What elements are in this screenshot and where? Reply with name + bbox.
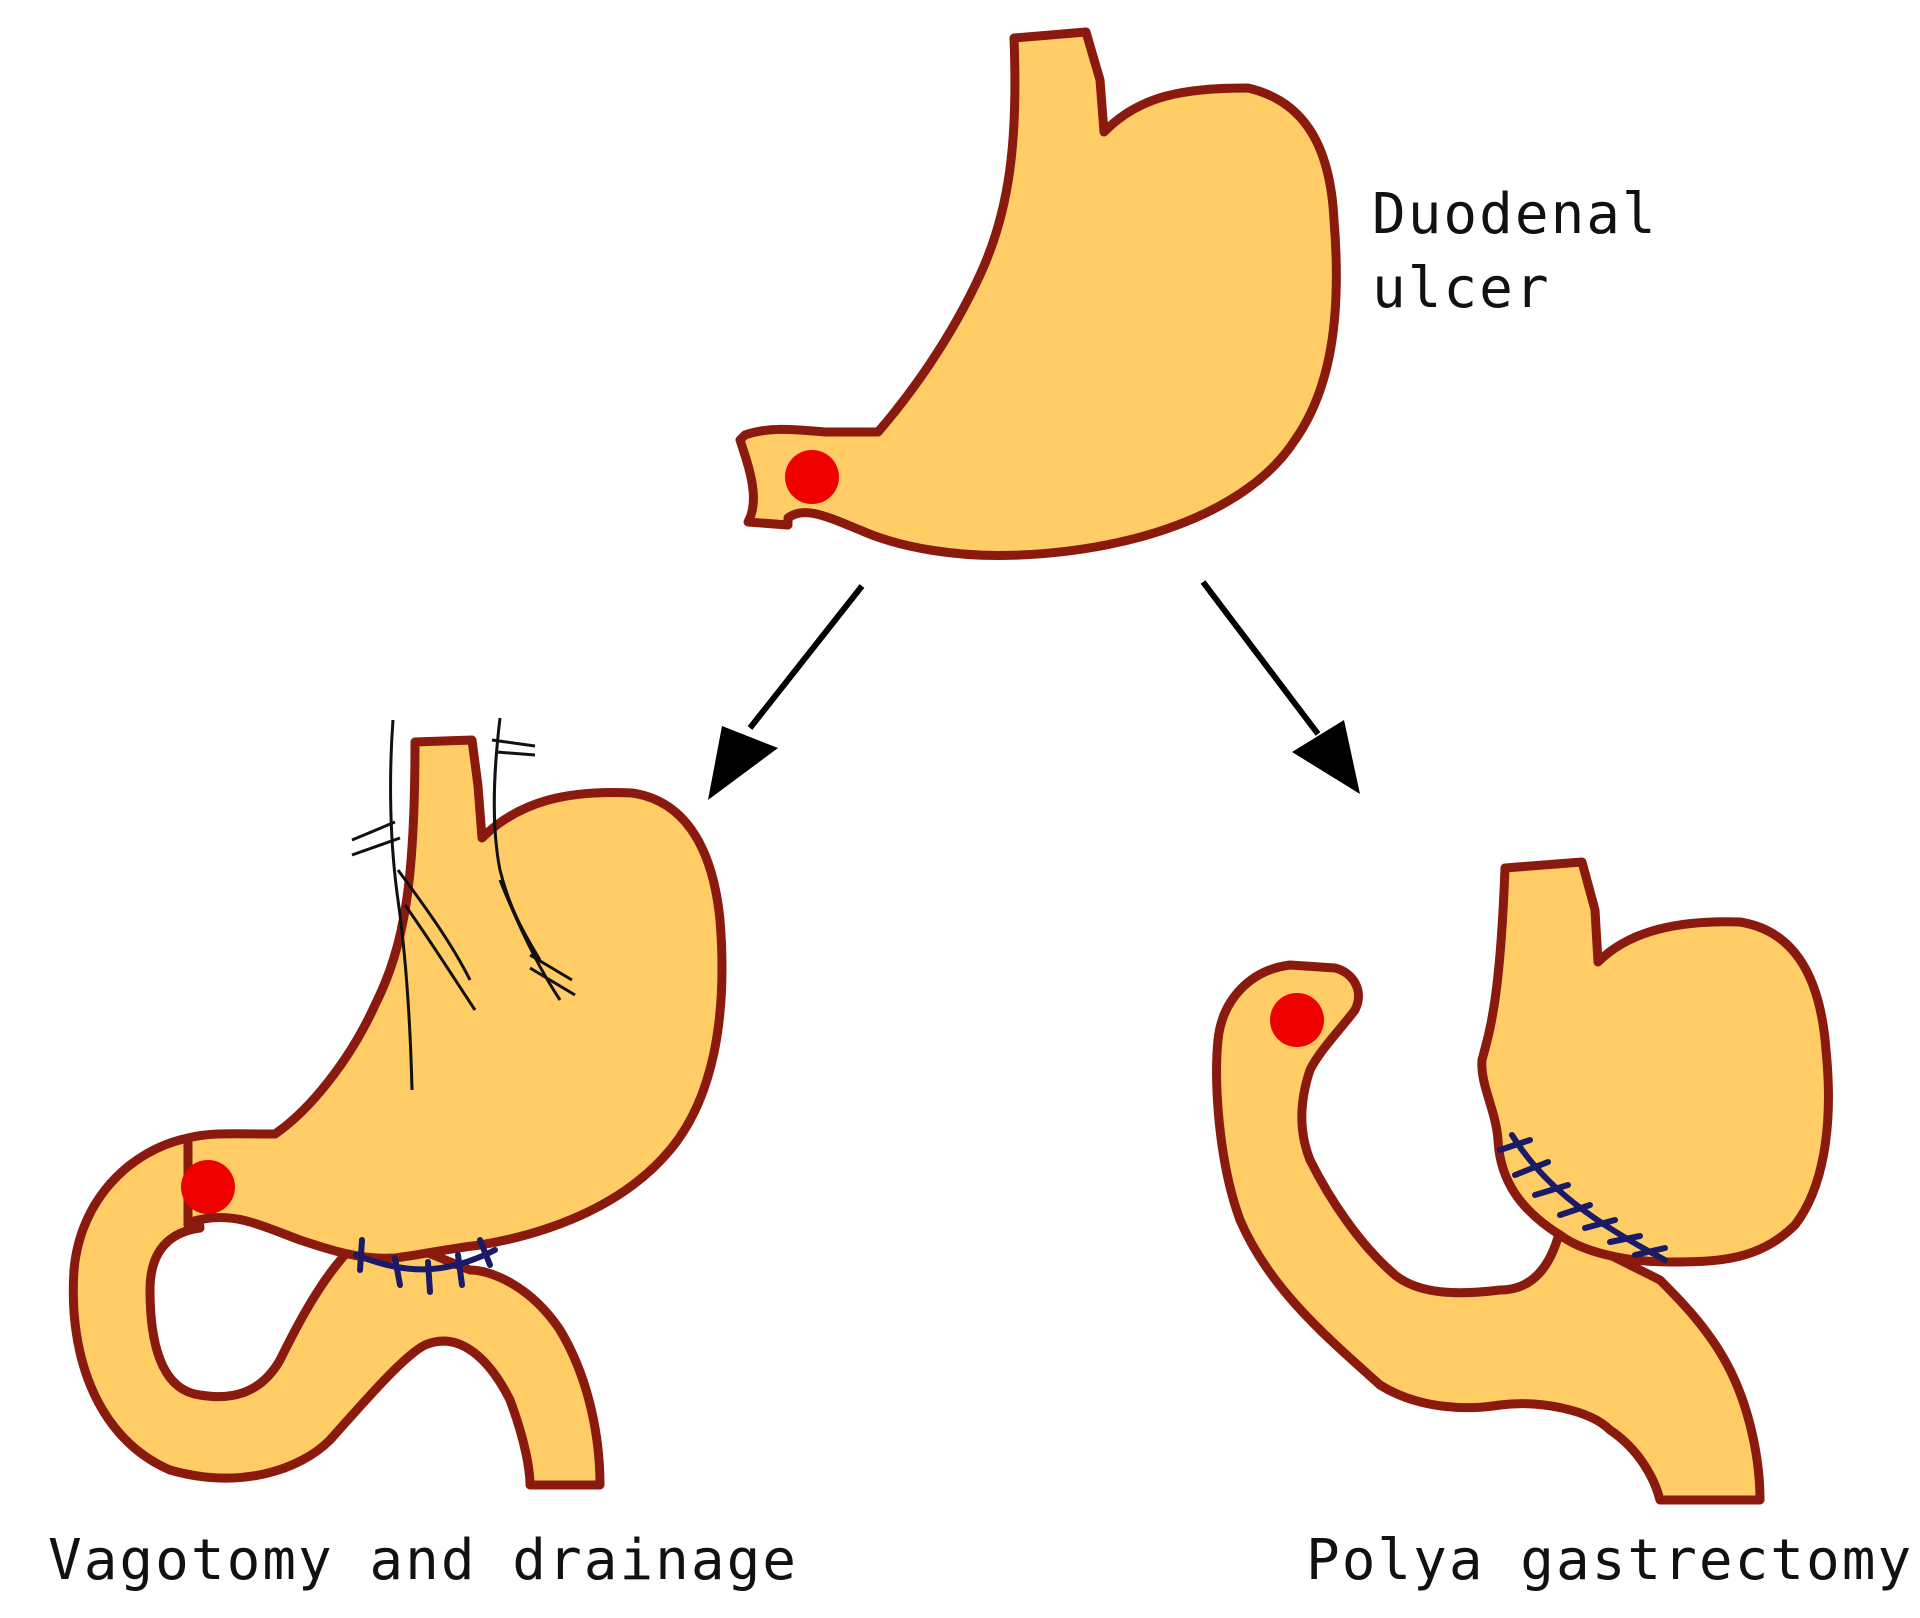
top-stomach-body xyxy=(735,27,1341,560)
polya-loop xyxy=(1212,960,1765,1505)
vagus-nerves xyxy=(351,717,576,1091)
vagotomy-ulcer xyxy=(181,1160,235,1214)
jejunal-loop xyxy=(68,1133,605,1490)
polya-ulcer xyxy=(1270,993,1324,1047)
arrow-down-left-icon xyxy=(708,584,865,800)
polya-sutures xyxy=(1497,1132,1668,1263)
top-ulcer xyxy=(785,450,839,504)
polya-stomach-body xyxy=(1477,857,1833,1267)
polya-stomach xyxy=(1212,857,1833,1505)
arrow-down-right-icon xyxy=(1200,580,1360,794)
vagotomy-stomach xyxy=(68,717,727,1490)
top-stomach xyxy=(735,27,1341,560)
vagotomy-sutures xyxy=(353,1237,498,1295)
polya-label: Polya gastrectomy xyxy=(1306,1528,1914,1593)
ulcer-label: ulcer xyxy=(1372,256,1551,321)
vagotomy-label: Vagotomy and drainage xyxy=(48,1528,799,1593)
duodenal-label: Duodenal xyxy=(1372,182,1658,247)
vagotomy-stomach-body xyxy=(183,735,727,1263)
